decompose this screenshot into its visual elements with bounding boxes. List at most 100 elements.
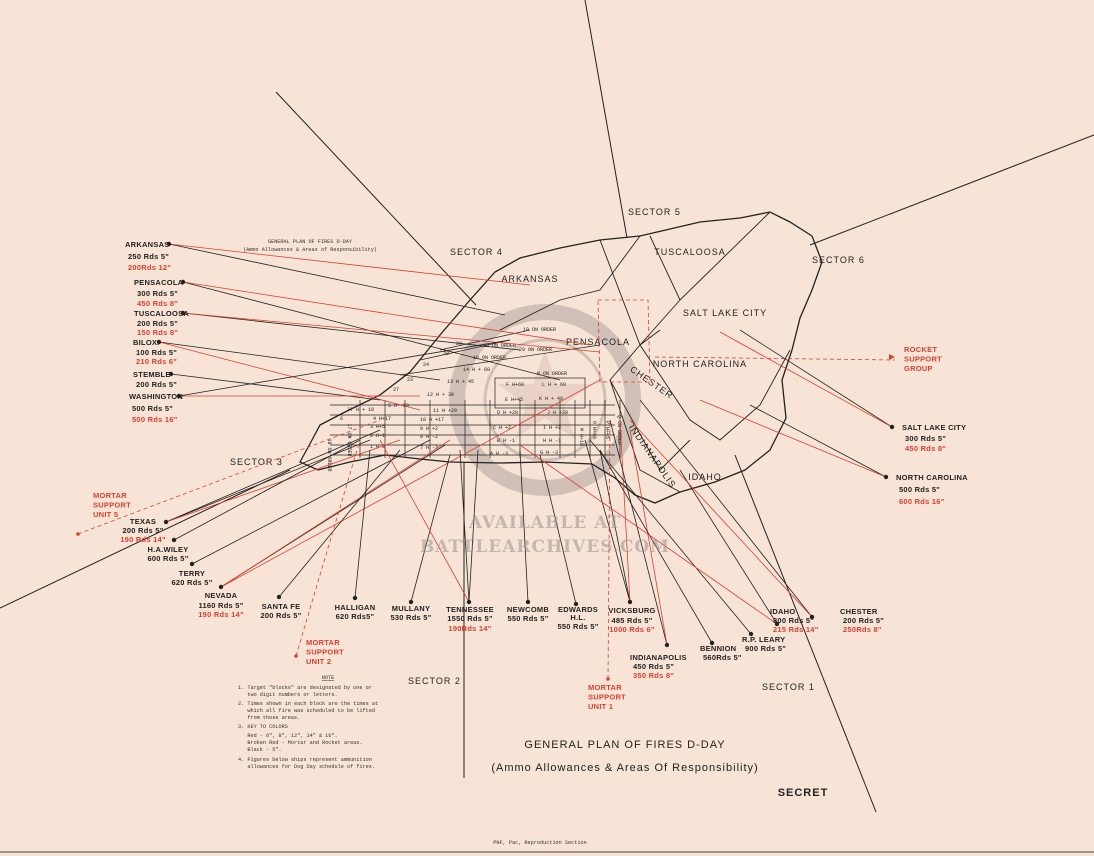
five-inch-fire-line <box>191 439 431 565</box>
ship-position-marker <box>168 371 174 377</box>
five-inch-fire-line <box>410 454 451 603</box>
note-line: allowances for Dog Day schedule of fires… <box>238 764 375 770</box>
ammo-heavy: 190 Rds 14" <box>198 610 244 619</box>
target-block-label: 28 <box>443 351 449 357</box>
ship-position-marker <box>709 640 715 646</box>
ship-position-marker <box>180 310 186 316</box>
support-unit-label: GROUP <box>904 364 933 373</box>
watermark-text: AVAILABLE AT <box>468 513 621 533</box>
ammo-heavy: 500 Rds 16" <box>132 415 178 424</box>
ship-name: H.L. <box>570 613 585 622</box>
sector-label-5: SECTOR 5 <box>628 207 681 217</box>
ammo-5-inch: 530 Rds 5" <box>390 613 431 622</box>
target-block-label: 29 <box>456 341 462 347</box>
support-unit-label: MORTAR <box>93 491 127 500</box>
support-unit-marker <box>606 677 610 681</box>
ship-position-marker <box>166 241 172 247</box>
ship-position-marker <box>408 599 414 605</box>
ship-name: IDAHO <box>770 607 795 616</box>
sector-boundary-line <box>809 134 1094 246</box>
ship-name: NORTH CAROLINA <box>896 473 968 482</box>
region-label-north-carolina: NORTH CAROLINA <box>653 359 747 369</box>
ship-name: WASHINGTON <box>129 392 183 401</box>
ammo-5-inch: 550 Rds 5" <box>507 614 548 623</box>
ship-position-marker <box>774 621 780 627</box>
support-fire-line <box>607 419 611 680</box>
ammo-5-inch: 900 Rds 5" <box>745 644 786 653</box>
arrow-head-icon <box>889 354 895 360</box>
ship-position-marker <box>809 614 815 620</box>
ship-name: R.P. LEARY <box>742 635 785 644</box>
ammo-5-inch: 600 Rds 5" <box>147 554 188 563</box>
target-block-label: 8 H -2 <box>420 434 438 440</box>
ammo-5-inch: 300 Rds 5" <box>905 434 946 443</box>
target-block-label: K H + 40 <box>539 396 563 402</box>
five-inch-fire-line <box>584 439 631 603</box>
region-label-idaho: IDAHO <box>688 472 722 482</box>
support-unit-marker <box>76 532 80 536</box>
target-block-label: N ON ORDER <box>537 371 567 377</box>
ammo-heavy: 450 Rds 8" <box>905 444 946 453</box>
support-unit-label: SUPPORT <box>93 501 131 510</box>
ship-position-marker <box>163 519 169 525</box>
support-fire-line <box>295 439 361 657</box>
five-inch-fire-line <box>459 449 470 603</box>
note-line: from those areas. <box>238 715 300 721</box>
heavy-fire-line <box>699 399 887 478</box>
ship-position-marker <box>180 279 186 285</box>
region-label-arkansas: ARKANSAS <box>501 274 558 284</box>
five-inch-fire-line <box>609 419 668 646</box>
reproduction-credit: PNF, Pac, Reproduction Section <box>493 840 586 846</box>
ammo-heavy: 1000 Rds 6" <box>609 625 655 634</box>
map-title: GENERAL PLAN OF FIRES D-DAY <box>524 739 725 751</box>
ship-position-marker <box>218 584 224 590</box>
support-fire-line <box>654 356 896 361</box>
target-block-label: 11 H +20 <box>433 408 457 414</box>
ammo-5-inch: 200 Rds 5" <box>843 616 884 625</box>
ship-name: HALLIGAN <box>335 603 376 612</box>
five-inch-fire-line <box>468 449 479 603</box>
map-small-title: GENERAL PLAN OF FIRES D-DAY <box>268 239 353 245</box>
note-line: which all fire was scheduled to be lifte… <box>238 708 375 714</box>
region-label-tuscaloosa: TUSCALOOSA <box>654 247 726 257</box>
heavy-fire-line <box>182 312 601 353</box>
heavy-fire-line <box>220 439 451 588</box>
five-inch-fire-line <box>589 439 752 635</box>
ammo-5-inch: 800 Rds 5" <box>773 616 814 625</box>
ammo-5-inch: 485 Rds 5" <box>611 616 652 625</box>
five-inch-fire-line <box>158 341 441 381</box>
ship-name: TENNESSEE <box>446 605 494 614</box>
note-line: 1. Target "blocks" are designated by one… <box>238 685 372 691</box>
ammo-5-inch: 100 Rds 5" <box>136 348 177 357</box>
five-inch-fire-line <box>539 454 577 605</box>
region-boundary <box>639 299 791 441</box>
ship-name: PENSACOLA <box>134 278 184 287</box>
heavy-fire-line <box>519 444 778 625</box>
target-block-label: 27 <box>393 387 399 393</box>
region-label-salt-lake-city: SALT LAKE CITY <box>683 308 767 318</box>
support-unit-label: UNIT 2 <box>306 657 331 666</box>
target-block-label: J H +20 <box>547 410 568 416</box>
note-line: 2. Times shown in each block are the tim… <box>238 701 378 707</box>
ship-name: TUSCALOOSA <box>134 309 189 318</box>
ammo-heavy: 350 Rds 8" <box>633 671 674 680</box>
five-inch-fire-line <box>739 329 893 428</box>
target-block-label: 16 ON ORDER <box>473 355 506 361</box>
ship-name: SANTA FE <box>262 602 301 611</box>
ammo-5-inch: 550 Rds 5" <box>557 622 598 631</box>
watermark-text: BATTLEARCHIVES.COM <box>420 537 670 557</box>
target-block-label: C H +2 <box>493 425 511 431</box>
five-inch-fire-line <box>165 429 381 523</box>
target-block-label: O H+40 <box>591 421 597 439</box>
target-block-label: 7 H -3 <box>420 445 438 451</box>
target-block-label: 19 ON ORDER <box>523 327 556 333</box>
